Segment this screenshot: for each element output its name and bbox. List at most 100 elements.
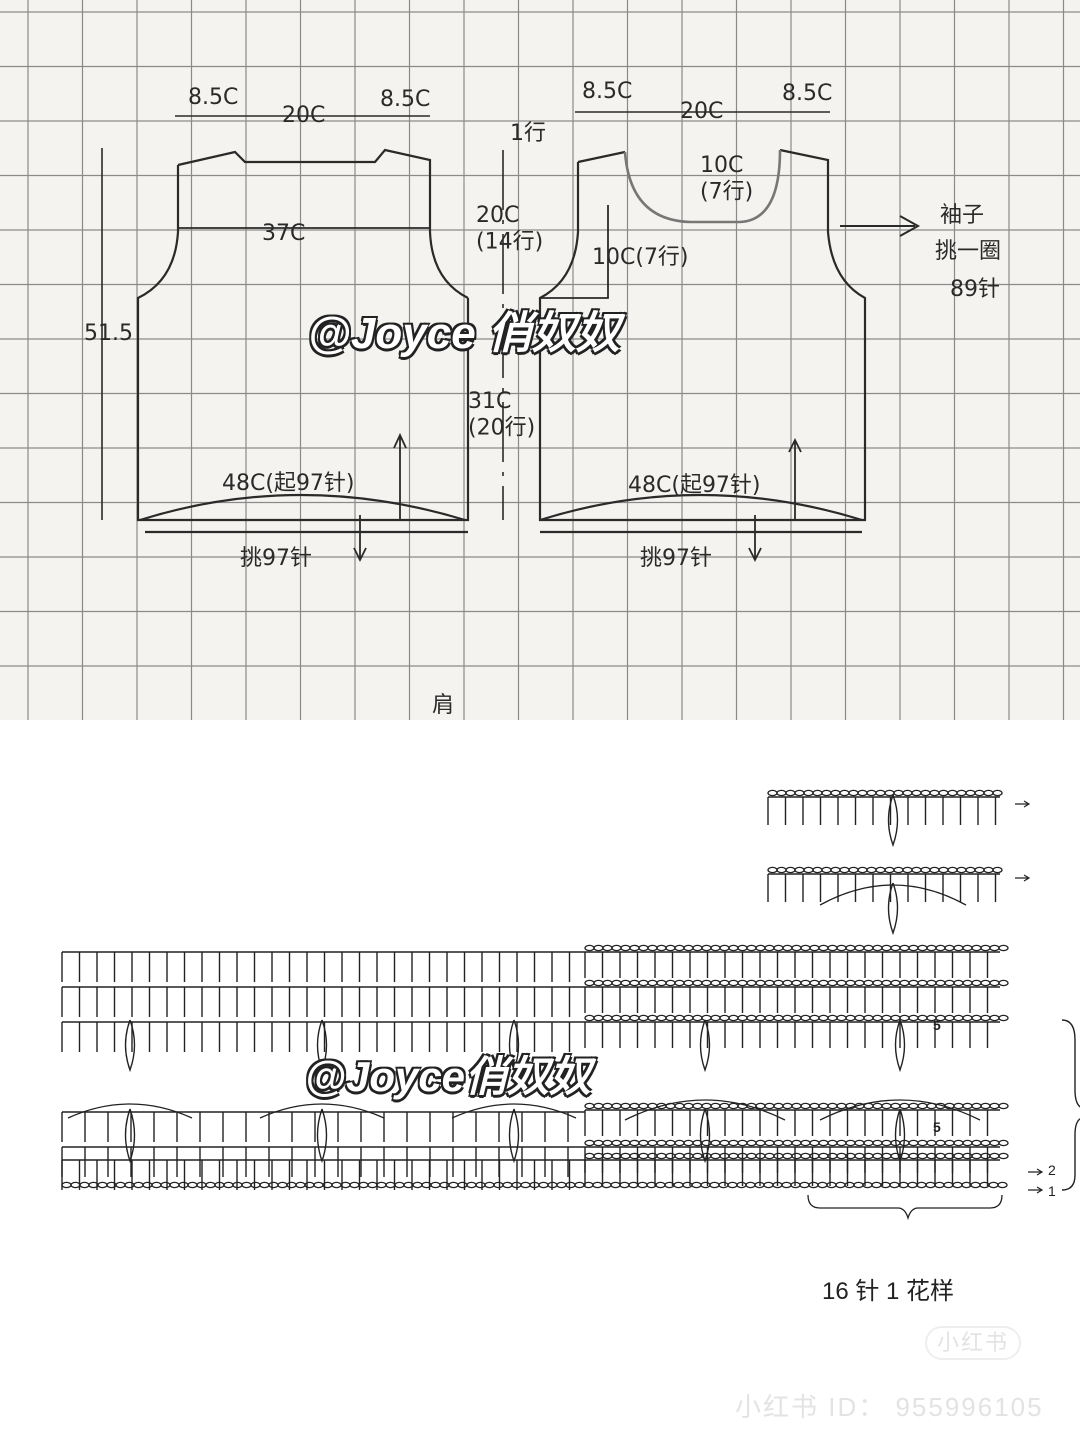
sleeve-note-line3: 89针 [950,277,1000,302]
xiaohongshu-logo-watermark: 小红书 [925,1326,1022,1360]
foundation-chain-stitch [817,1181,828,1189]
chain-stitch [893,789,904,797]
chain-stitch [692,944,703,952]
chain-stitch [728,944,739,952]
chain-stitch [683,1102,694,1110]
front-shoulder-right-label: 8.5C [782,81,832,106]
chain-stitch [836,979,847,987]
back-neck-label: 20C [282,103,325,128]
chain-stitch [782,1014,793,1022]
chain-stitch [674,1152,685,1160]
chain-stitch [593,1102,604,1110]
chain-stitch [755,1014,766,1022]
chain-stitch [947,866,958,874]
chain-stitch [821,866,832,874]
chain-stitch [620,979,631,987]
chain-stitch [809,979,820,987]
foundation-chain-stitch [349,1181,360,1189]
chain-stitch [629,944,640,952]
chain-stitch [998,1152,1009,1160]
chain-stitch [920,866,931,874]
chain-stitch [818,979,829,987]
shell-petal-stitch [699,1019,711,1073]
chain-arc [259,1103,385,1119]
chain-stitch [782,979,793,987]
chain-stitch [746,979,757,987]
chain-stitch [962,1014,973,1022]
foundation-chain-stitch [313,1181,324,1189]
chain-stitch [962,1102,973,1110]
foundation-chain-stitch [205,1181,216,1189]
chain-stitch [992,866,1003,874]
foundation-chain-stitch [493,1181,504,1189]
foundation-chain-stitch [250,1181,261,1189]
chain-stitch [890,944,901,952]
chain-stitch [593,1152,604,1160]
chain-stitch [809,1139,820,1147]
label-line: (7行) [700,179,753,204]
chain-stitch [710,1102,721,1110]
chain-stitch [593,1014,604,1022]
chain-stitch [782,1102,793,1110]
chain-stitch [611,1014,622,1022]
chain-stitch [983,866,994,874]
chain-stitch [803,866,814,874]
chain-stitch [908,1102,919,1110]
foundation-chain-stitch [709,1181,720,1189]
foundation-chain-stitch [394,1181,405,1189]
chain-stitch [920,789,931,797]
chain-stitch [791,979,802,987]
foundation-chain-stitch [718,1181,729,1189]
foundation-chain-stitch [871,1181,882,1189]
chain-stitch [620,944,631,952]
chain-stitch [980,1152,991,1160]
foundation-chain-stitch [475,1181,486,1189]
chain-stitch [971,1152,982,1160]
chain-stitch [746,1014,757,1022]
chain-stitch [674,1014,685,1022]
chain-stitch [719,1014,730,1022]
foundation-chain-stitch [457,1181,468,1189]
chain-stitch [809,944,820,952]
chain-stitch [638,1152,649,1160]
chain-stitch [953,1139,964,1147]
chain-stitch [638,1014,649,1022]
chain-stitch [665,979,676,987]
chain-stitch [776,866,787,874]
chain-stitch [827,1102,838,1110]
chain-stitch [776,789,787,797]
foundation-chain-stitch [169,1181,180,1189]
shell-petal-stitch [894,1108,906,1164]
row-marker-2: 2 [1048,1162,1056,1178]
foundation-chain-stitch [223,1181,234,1189]
front-neck-label: 20C [680,99,723,124]
foundation-chain-stitch [700,1181,711,1189]
chain-stitch [656,1014,667,1022]
chain-stitch [611,944,622,952]
chain-stitch [830,789,841,797]
chain-stitch [890,979,901,987]
chain-stitch [830,866,841,874]
foundation-chain-stitch [997,1181,1008,1189]
chain-stitch [746,1152,757,1160]
chain-stitch [692,1102,703,1110]
chain-stitch [881,1152,892,1160]
foundation-chain-stitch [907,1181,918,1189]
chain-stitch [710,1139,721,1147]
chain-stitch [917,1139,928,1147]
chain-stitch [746,1139,757,1147]
foundation-chain-stitch [745,1181,756,1189]
foundation-chain-stitch [943,1181,954,1189]
foundation-chain-stitch [727,1181,738,1189]
chain-stitch [956,866,967,874]
chain-stitch [974,789,985,797]
chain-stitch [827,1014,838,1022]
chain-stitch [953,944,964,952]
chain-arc [451,1103,577,1119]
foundation-chain-stitch [70,1181,81,1189]
chain-stitch [956,789,967,797]
chain-stitch [857,866,868,874]
foundation-chain-stitch [826,1181,837,1189]
chain-stitch [602,1152,613,1160]
chain-stitch [992,789,1003,797]
